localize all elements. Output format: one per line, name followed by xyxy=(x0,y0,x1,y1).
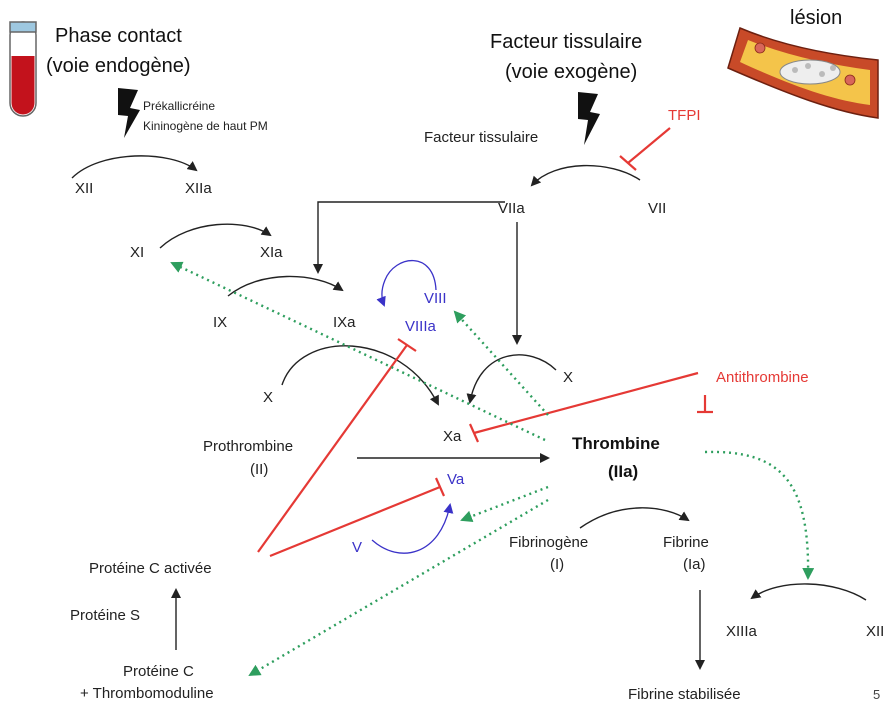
arrow-ix-ixa xyxy=(227,275,344,297)
proteine-s-label: Protéine S xyxy=(70,607,140,624)
lightning-bolt-icon xyxy=(118,88,140,138)
thrombomoduline-label: + Thrombomoduline xyxy=(80,685,214,702)
proteine-c-activee-label: Protéine C activée xyxy=(89,560,212,577)
fibrine-label: Fibrine xyxy=(663,534,709,551)
arrows-activation xyxy=(71,155,867,670)
factor-xi: XI xyxy=(130,244,144,261)
fibrinogene-label: Fibrinogène xyxy=(509,534,588,551)
facteur-tissulaire-subtitle: (voie exogène) xyxy=(505,61,637,83)
factor-vii: VII xyxy=(648,200,666,217)
factor-ix: IX xyxy=(213,314,227,331)
phase-contact-subtitle: (voie endogène) xyxy=(46,55,191,77)
fibrine-ia-label: (Ia) xyxy=(683,556,706,573)
factor-viiia: VIIIa xyxy=(405,318,437,335)
arrow-x-right-xa xyxy=(466,354,557,404)
vessel-lesion-icon xyxy=(727,26,879,119)
factor-x-right: X xyxy=(563,369,573,386)
arrow-viii-viiia xyxy=(376,260,437,307)
factor-xiiia: XIIIa xyxy=(726,623,758,640)
arrow-xi-xia xyxy=(159,223,272,249)
arrow-xii-xiia xyxy=(71,155,198,179)
factor-xia: XIa xyxy=(260,244,283,261)
inhibition-lines xyxy=(257,127,713,558)
factor-xiia: XIIa xyxy=(185,180,212,197)
factor-va: Va xyxy=(447,471,465,488)
antithrombine-label: Antithrombine xyxy=(716,369,809,386)
arrows-cofactor-activation xyxy=(371,260,454,554)
feedback-thrombine-xiiia xyxy=(704,450,815,580)
blood-tube-icon xyxy=(9,21,37,117)
arrow-vii-viia xyxy=(530,164,641,187)
arrow-viia-ixa xyxy=(313,201,505,274)
prothrombine-ii-label: (II) xyxy=(250,461,268,478)
factor-viia: VIIa xyxy=(498,200,525,217)
factor-xii: XII xyxy=(75,180,93,197)
contact-factors-line1: Prékallicréine xyxy=(143,99,215,113)
lesion-label: lésion xyxy=(790,7,842,29)
factor-xa: Xa xyxy=(443,428,462,445)
proteine-c-label: Protéine C xyxy=(123,663,194,680)
factor-viii: VIII xyxy=(424,290,447,307)
tfpi-label: TFPI xyxy=(668,107,701,124)
arrow-xii-xiiia xyxy=(750,583,867,601)
feedback-arrows xyxy=(170,261,815,677)
facteur-tissulaire-label: Facteur tissulaire xyxy=(424,129,538,146)
lightning-bolt-icon xyxy=(578,92,600,145)
contact-factors-line2: Kininogène de haut PM xyxy=(143,119,268,133)
thrombine-iia-label: (IIa) xyxy=(608,462,638,481)
feedback-thrombine-viiia xyxy=(453,310,549,416)
feedback-thrombine-va xyxy=(460,485,549,523)
factor-xii-right: XII xyxy=(866,623,884,640)
arrow-fibrinogene-fibrine xyxy=(579,507,690,529)
facteur-tissulaire-title: Facteur tissulaire xyxy=(490,31,642,53)
prothrombine-label: Prothrombine xyxy=(203,438,293,455)
thrombine-label: Thrombine xyxy=(572,434,660,453)
arrow-x-xa xyxy=(281,345,439,406)
arrow-v-va xyxy=(371,503,454,554)
feedback-thrombine-proteine-c xyxy=(248,498,549,677)
phase-contact-title: Phase contact xyxy=(55,25,182,47)
factor-ixa: IXa xyxy=(333,314,356,331)
page-number: 5 xyxy=(873,687,880,702)
factor-x-left: X xyxy=(263,389,273,406)
factor-v: V xyxy=(352,539,362,556)
fibrinogene-i-label: (I) xyxy=(550,556,564,573)
fibrine-stabilisee-label: Fibrine stabilisée xyxy=(628,686,741,703)
